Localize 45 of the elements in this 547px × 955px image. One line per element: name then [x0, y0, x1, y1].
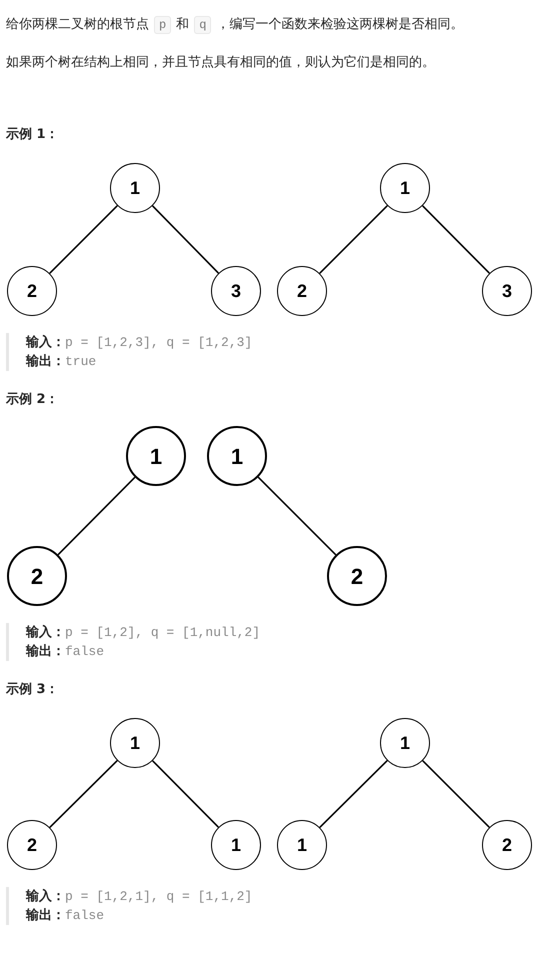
tree-edge [58, 476, 136, 556]
tree-edge [319, 205, 388, 274]
intro-text: 如果两个树在结构上相同，并且节点具有相同的值，则认为它们是相同的。 [6, 54, 435, 72]
tree-node: 3 [482, 266, 532, 316]
code-value: p = [1,2,3], q = [1,2,3] [65, 334, 252, 352]
tree-node: 1 [211, 820, 261, 870]
field-label: 输入： [26, 334, 65, 352]
field-label: 输入： [26, 624, 65, 642]
tree-edge [258, 476, 336, 556]
tree-node: 2 [7, 546, 67, 606]
tree-node: 1 [110, 163, 160, 213]
intro-text: 给你两棵二叉树的根节点 p 和 q ，编写一个函数来检验这两棵树是否相同。 [6, 15, 464, 35]
tree-node: 2 [277, 266, 327, 316]
inline-code: p [154, 16, 172, 34]
code-value: false [65, 907, 104, 925]
code-value: false [65, 643, 104, 661]
tree-edge [49, 205, 118, 274]
field-label: 输出： [26, 643, 65, 661]
code-value: true [65, 353, 96, 371]
example-heading: 示例 1： [6, 126, 59, 144]
tree-node: 1 [110, 718, 160, 768]
field-label: 输出： [26, 907, 65, 925]
tree-edge [152, 760, 219, 828]
tree-node: 2 [482, 820, 532, 870]
tree-node: 2 [7, 266, 57, 316]
tree-node: 1 [277, 820, 327, 870]
tree-node: 3 [211, 266, 261, 316]
tree-node: 1 [207, 426, 267, 486]
tree-node: 1 [380, 718, 430, 768]
inline-code: q [194, 16, 212, 34]
tree-node: 1 [126, 426, 186, 486]
tree-edge [422, 205, 490, 274]
tree-node: 2 [327, 546, 387, 606]
tree-edge [152, 205, 220, 274]
example-heading: 示例 2： [6, 391, 59, 409]
tree-edge [319, 760, 388, 828]
tree-edge [49, 760, 118, 828]
tree-node: 2 [7, 820, 57, 870]
tree-edge [422, 760, 490, 828]
field-label: 输出： [26, 353, 65, 371]
code-value: p = [1,2,1], q = [1,1,2] [65, 888, 252, 906]
example-heading: 示例 3： [6, 681, 59, 699]
code-value: p = [1,2], q = [1,null,2] [65, 624, 260, 642]
tree-node: 1 [380, 163, 430, 213]
field-label: 输入： [26, 888, 65, 906]
